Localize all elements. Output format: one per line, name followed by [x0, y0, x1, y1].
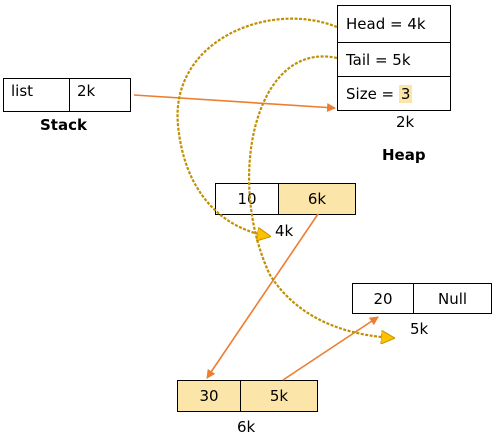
node-4k-next: 6k: [278, 184, 355, 214]
list-object-address: 2k: [396, 113, 415, 131]
list-object-box: Head = 4k Tail = 5k Size = 3: [337, 5, 451, 111]
stack-variable-value: 2k: [69, 79, 130, 111]
size-field: Size = 3: [338, 76, 450, 111]
node-5k-value: 20: [373, 289, 393, 308]
tail-field: Tail = 5k: [338, 42, 450, 76]
head-field: Head = 4k: [338, 6, 450, 42]
node-4k-value: 10: [237, 190, 257, 208]
node-4k-box: 10 6k: [215, 183, 356, 215]
stack-label: Stack: [40, 116, 87, 134]
stack-to-heap-arrow: [133, 94, 336, 112]
stack-variable-box: list 2k: [3, 78, 131, 112]
node-5k-box: 20 Null: [352, 283, 492, 314]
node-5k-address: 5k: [410, 320, 429, 338]
heap-label: Heap: [382, 146, 426, 164]
size-field-prefix: Size =: [346, 85, 399, 103]
node-4k-address: 4k: [275, 222, 294, 240]
tail-to-node-5k-curve: [247, 55, 392, 338]
node-4k-to-node-6k-arrow: [206, 213, 319, 379]
node-6k-box: 30 5k: [177, 380, 318, 412]
node-5k-next: Null: [413, 284, 491, 313]
node-6k-next: 5k: [240, 381, 317, 411]
node-6k-address: 6k: [237, 418, 256, 436]
node-6k-value: 30: [178, 381, 240, 411]
size-field-value: 3: [398, 85, 413, 103]
head-to-node-4k-curve: [176, 17, 338, 236]
node-6k-to-node-5k-arrow: [282, 316, 379, 381]
head-field-text: Head = 4k: [346, 15, 426, 33]
tail-field-text: Tail = 5k: [346, 50, 411, 69]
stack-variable-name: list: [11, 82, 34, 100]
